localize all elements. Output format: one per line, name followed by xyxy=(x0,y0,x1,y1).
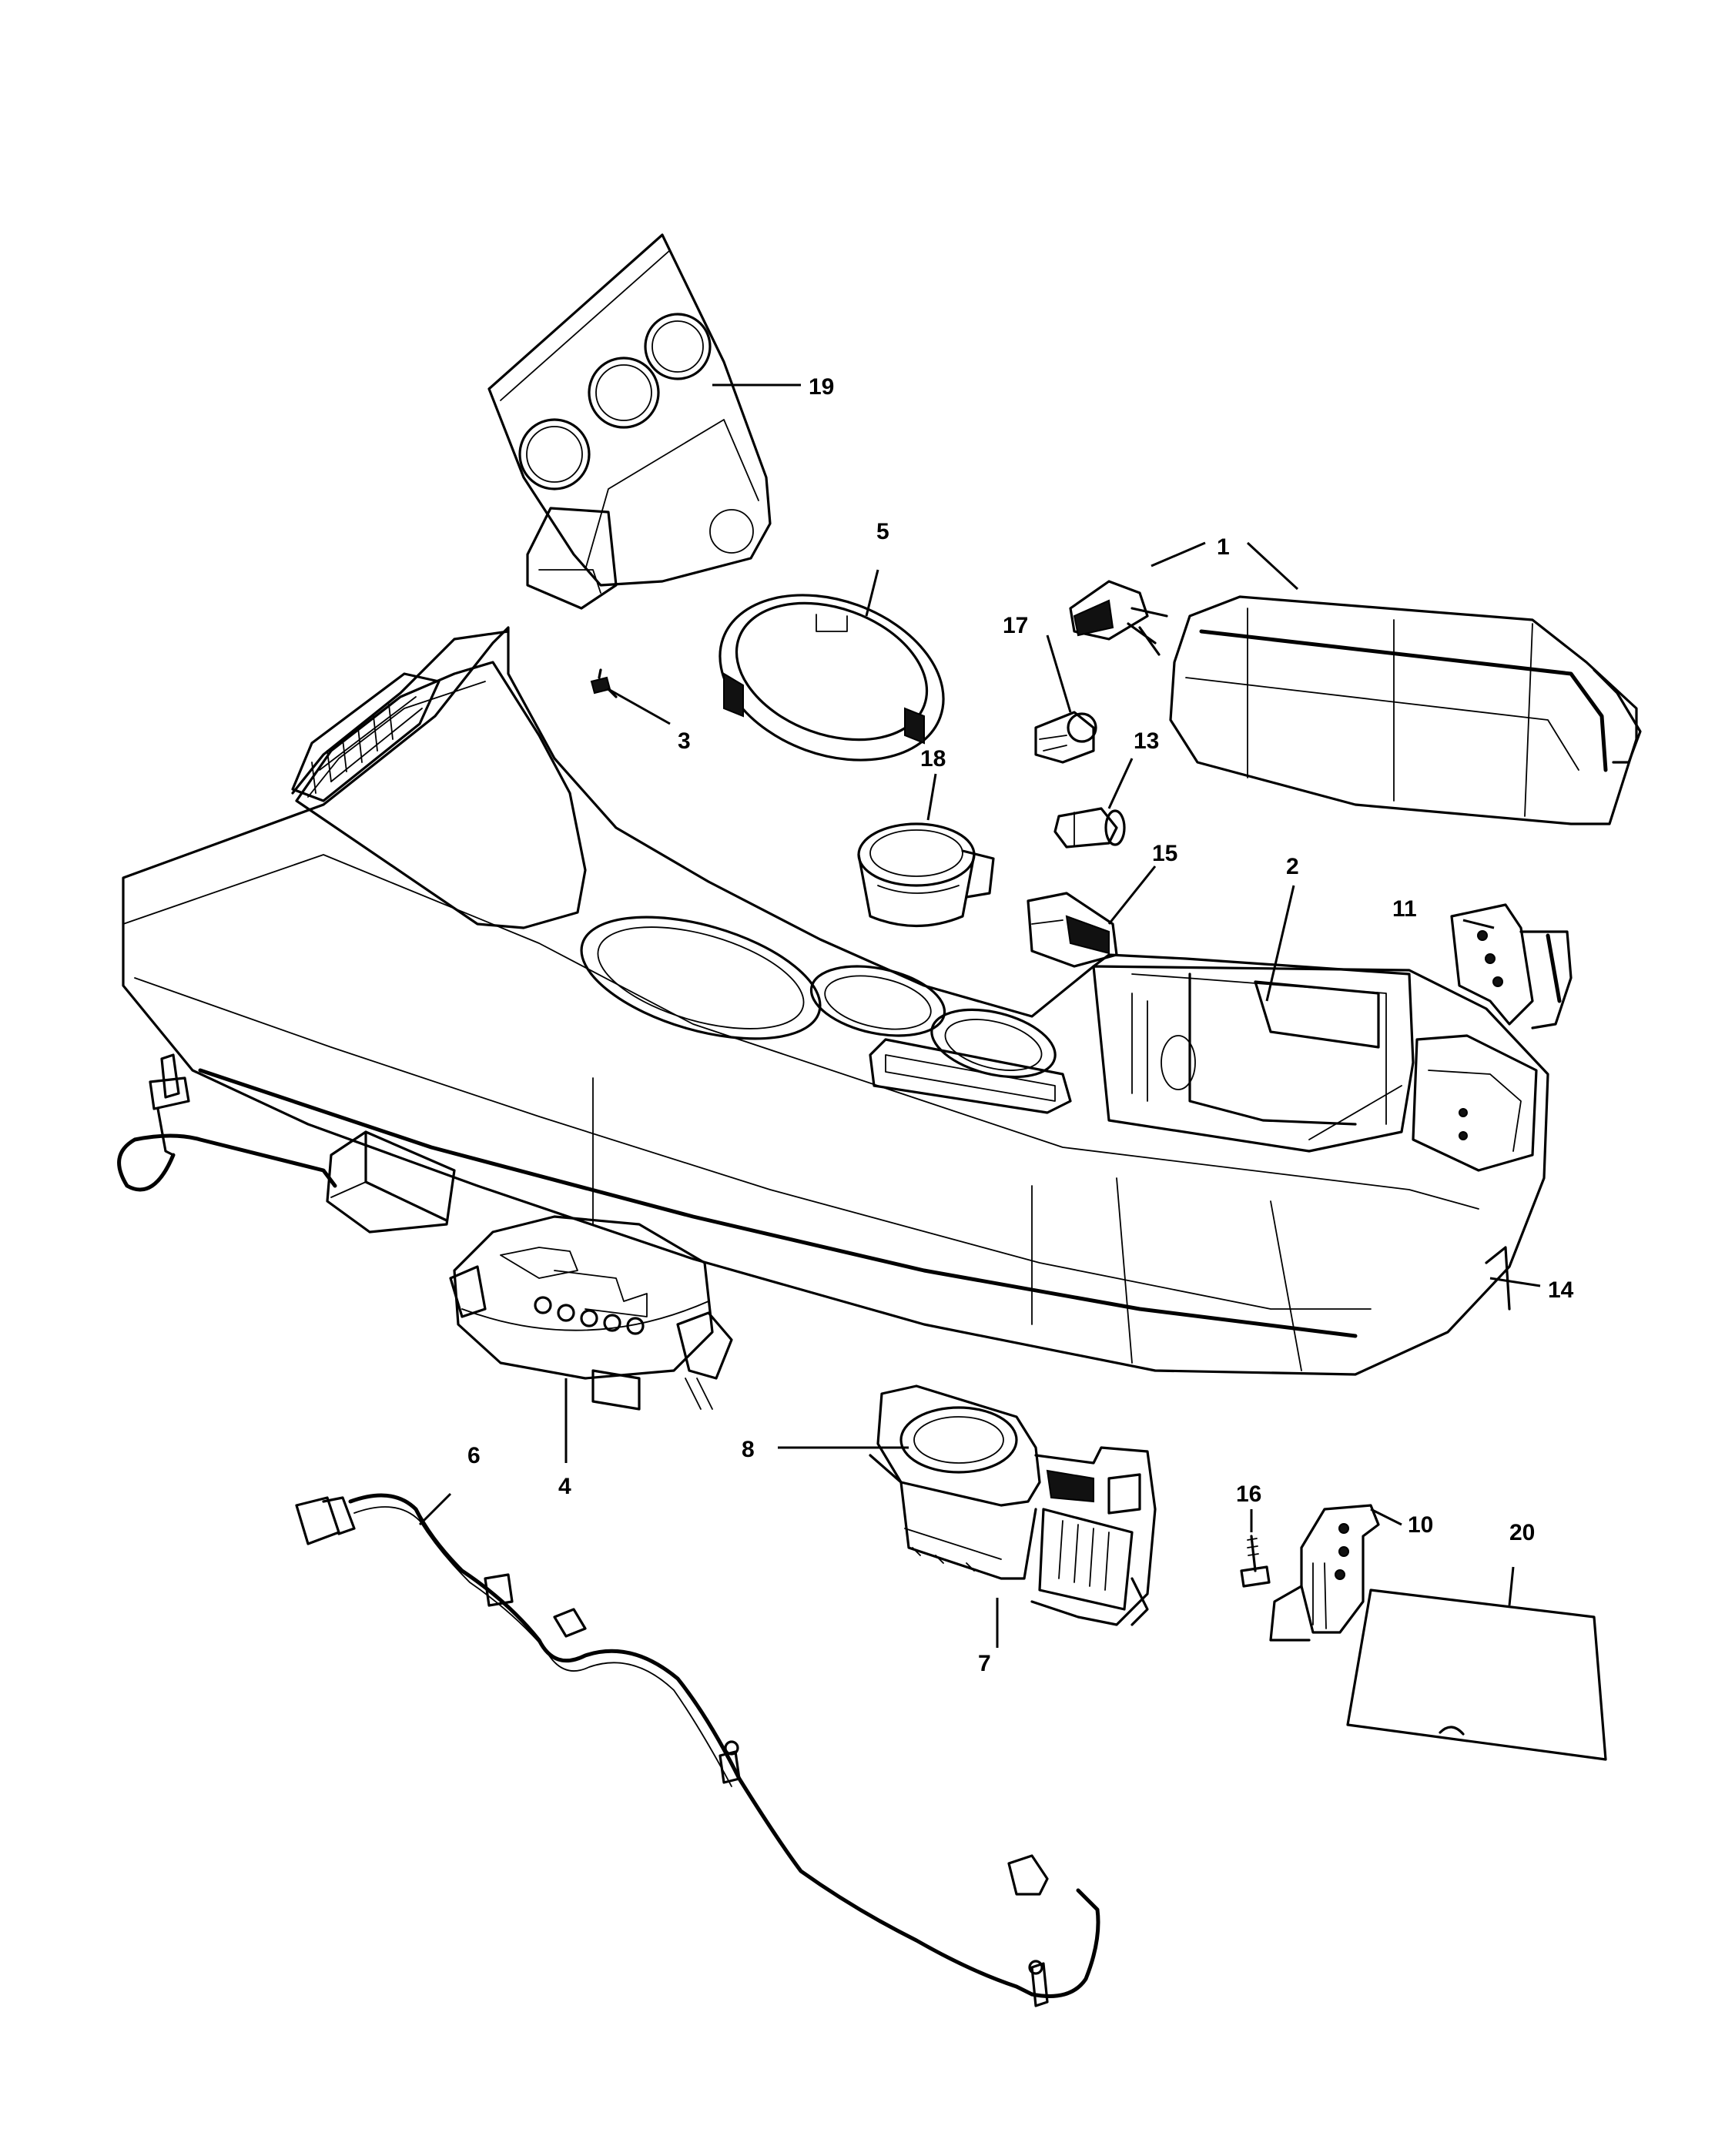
callout-10: 10 xyxy=(1408,1512,1433,1538)
callout-19: 19 xyxy=(809,374,834,400)
bulb-wire-harness xyxy=(117,1053,456,1234)
armrest-latch xyxy=(1069,580,1168,656)
bolt-16 xyxy=(1240,1535,1271,1588)
floor-console xyxy=(122,626,1549,1376)
cup-holder-ring xyxy=(718,594,945,762)
callout-8: 8 xyxy=(742,1437,755,1462)
armrest-lid xyxy=(1169,595,1642,825)
callout-14: 14 xyxy=(1548,1277,1574,1303)
wire-harness xyxy=(295,1493,1100,2007)
callout-3: 3 xyxy=(678,728,691,754)
callout-5: 5 xyxy=(876,519,889,544)
callout-1: 1 xyxy=(1217,534,1230,560)
callout-numbers: 19 5 3 1 17 13 18 15 2 11 14 4 6 8 7 16 … xyxy=(467,374,1574,1676)
bracket-10 xyxy=(1269,1504,1380,1642)
callout-15: 15 xyxy=(1152,841,1177,866)
callout-20: 20 xyxy=(1509,1520,1535,1545)
clip-fastener xyxy=(590,668,618,698)
callout-4: 4 xyxy=(558,1474,571,1499)
callout-2: 2 xyxy=(1286,854,1299,879)
callout-17: 17 xyxy=(1003,613,1028,638)
callout-7: 7 xyxy=(978,1651,991,1676)
hinge-bracket xyxy=(1450,903,1573,1029)
callout-6: 6 xyxy=(467,1443,481,1468)
switch-15 xyxy=(1027,892,1118,968)
callout-13: 13 xyxy=(1134,728,1159,754)
callout-11: 11 xyxy=(1392,896,1417,922)
leader-lines xyxy=(418,383,1541,1648)
power-outlet xyxy=(1053,807,1126,849)
socket-17 xyxy=(1034,711,1097,764)
callout-18: 18 xyxy=(920,746,946,772)
shifter-bezel xyxy=(449,1215,733,1411)
console-mat xyxy=(1346,1589,1607,1761)
cup-insert xyxy=(857,822,995,928)
shifter-assembly xyxy=(869,1384,1157,1626)
callout-16: 16 xyxy=(1236,1481,1261,1507)
bezel-panel xyxy=(487,233,772,610)
